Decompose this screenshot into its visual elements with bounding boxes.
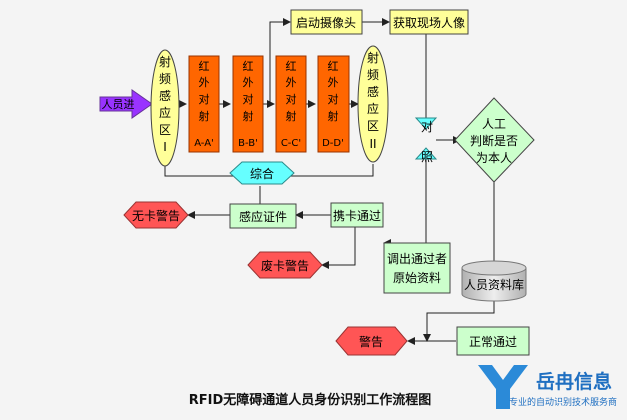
ir-beam-d-char-3: 射 — [328, 109, 339, 123]
ir-beam-a-code: A-A' — [194, 138, 214, 149]
watermark-brand: 岳冉信息 — [536, 370, 612, 393]
ir-beam-a-char-3: 射 — [199, 109, 210, 123]
with-card-box: 携卡通过 — [330, 202, 384, 228]
watermark-logo — [478, 365, 528, 409]
start-camera-box: 启动摄像头 — [290, 9, 363, 35]
rf-zone-2: 射 频 感 应 区 II — [357, 45, 389, 163]
rf-zone-2-char-2: 感 — [367, 84, 379, 99]
ir-beam-b-char-3: 射 — [243, 109, 254, 123]
rf-zone-1-char-3: 应 — [159, 105, 171, 120]
manual-check-line-3: 为本人 — [476, 151, 512, 165]
diagram-title: RFID无障碍通道人员身份识别工作流程图 — [189, 392, 432, 408]
rf-zone-1-char-0: 射 — [159, 54, 171, 69]
combine-label: 综合 — [250, 166, 274, 181]
rf-zone-1-char-2: 感 — [159, 88, 171, 103]
alarm-node: 警告 — [335, 326, 408, 356]
ir-beam-b: 红 外 对 射 B-B' — [232, 55, 264, 153]
ir-beam-c-char-1: 外 — [286, 76, 297, 89]
ir-beam-d-char-2: 对 — [328, 92, 339, 106]
ir-beam-b-char-2: 对 — [243, 92, 254, 106]
ir-beam-c: 红 外 对 射 C-C' — [275, 55, 307, 153]
ir-beam-a-char-0: 红 — [199, 60, 210, 73]
ir-beam-d-char-1: 外 — [328, 76, 339, 89]
invalid-card-alarm-label: 废卡警告 — [261, 258, 309, 273]
normal-pass-label: 正常通过 — [469, 335, 517, 349]
ir-beam-d-char-0: 红 — [328, 60, 339, 73]
capture-image-label: 获取现场人像 — [393, 16, 465, 30]
ir-beam-a-char-2: 对 — [199, 92, 210, 106]
with-card-label: 携卡通过 — [333, 208, 381, 223]
alarm-label: 警告 — [359, 334, 383, 349]
watermark-tagline: 专业的自动识别技术服务商 — [509, 396, 617, 408]
ir-beam-d: 红 外 对 射 D-D' — [317, 55, 350, 153]
retrieve-data-box: 调出通过者 原始资料 — [383, 242, 451, 294]
combine-node: 综合 — [229, 161, 295, 185]
no-card-alarm-node: 无卡警告 — [123, 201, 189, 229]
ir-beam-d-code: D-D' — [322, 138, 344, 149]
rf-zone-2-char-1: 频 — [367, 68, 379, 82]
start-camera-label: 启动摄像头 — [296, 15, 356, 30]
ir-beam-c-code: C-C' — [281, 138, 301, 149]
rf-zone-2-char-5: II — [369, 137, 376, 151]
personnel-db-label: 人员资料库 — [464, 277, 524, 292]
compare-bottom-label: 照 — [421, 150, 433, 164]
normal-pass-box: 正常通过 — [456, 326, 530, 356]
ir-beam-a: 红 外 对 射 A-A' — [188, 55, 220, 153]
ir-beam-c-char-2: 对 — [286, 92, 297, 106]
manual-check-line-2: 判断是否 — [470, 133, 518, 148]
sense-card-label: 感应证件 — [239, 209, 287, 224]
rf-zone-2-char-0: 射 — [367, 50, 379, 65]
retrieve-data-line-2: 原始资料 — [393, 271, 441, 285]
ir-beam-b-code: B-B' — [238, 138, 258, 149]
ir-beam-a-char-1: 外 — [199, 76, 210, 89]
connector-lines — [148, 18, 495, 345]
sense-card-box: 感应证件 — [229, 203, 297, 229]
manual-check-line-1: 人工 — [482, 117, 506, 131]
no-card-alarm-label: 无卡警告 — [132, 208, 180, 223]
ir-beam-b-char-0: 红 — [243, 60, 254, 73]
rf-zone-2-char-4: 区 — [367, 119, 379, 133]
entry-label: 人员进 — [102, 98, 135, 111]
rf-zone-1-text: 射 频 感 应 区 I — [159, 54, 171, 154]
rf-zone-1: 射 频 感 应 区 I — [150, 49, 180, 167]
personnel-db-cylinder: 人员资料库 — [461, 260, 527, 302]
invalid-card-alarm-node: 废卡警告 — [247, 251, 323, 279]
rf-zone-1-char-5: I — [163, 140, 167, 154]
ir-beam-b-char-1: 外 — [243, 76, 254, 89]
retrieve-data-line-1: 调出通过者 — [387, 252, 447, 266]
compare-top-label: 对 — [421, 120, 433, 134]
manual-check-diamond: 人工 判断是否 为本人 — [454, 97, 535, 183]
entry-arrow: 人员进 — [99, 89, 153, 119]
rf-zone-1-char-4: 区 — [159, 123, 171, 137]
watermark: 岳冉信息 专业的自动识别技术服务商 — [478, 365, 617, 409]
capture-image-box: 获取现场人像 — [389, 9, 469, 35]
rf-zone-2-char-3: 应 — [367, 101, 379, 116]
compare-node: 对 照 — [414, 117, 438, 164]
ir-beam-c-char-0: 红 — [286, 60, 297, 73]
rf-zone-1-char-1: 频 — [159, 72, 171, 86]
ir-beam-c-char-3: 射 — [286, 109, 297, 123]
